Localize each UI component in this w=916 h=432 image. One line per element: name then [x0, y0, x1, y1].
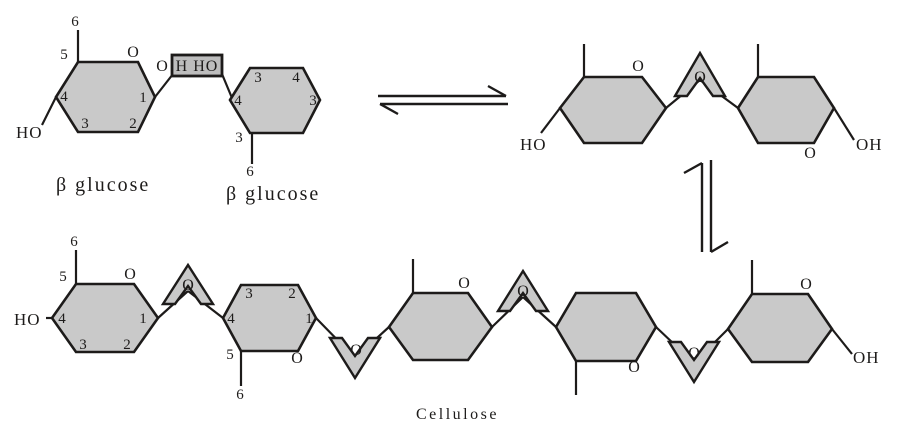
ring-oxygen-label: O [804, 145, 816, 162]
ring-oxygen-label: O [628, 359, 640, 376]
carbon-label-right: 3 [309, 93, 317, 109]
oxygen-bridge-v [327, 336, 383, 381]
carbon-label-tl: 3 [254, 70, 262, 86]
glucose-ring-2 [221, 283, 318, 353]
glucose-ring-right [736, 75, 836, 145]
cellulose-label: Cellulose [416, 406, 499, 423]
h-ho-box [170, 53, 224, 78]
beta-glucose-2-label: β glucose [226, 183, 320, 205]
carbon4-label: 4 [227, 311, 235, 327]
h-ho-box-label: H HO [176, 58, 219, 75]
carbon3-label: 3 [79, 337, 87, 353]
glucose-ring-5 [726, 292, 834, 364]
hydroxyl-label: HO [16, 123, 43, 142]
down-arrow-barb [683, 161, 703, 175]
carbon-label-bl: 3 [235, 130, 243, 146]
carbon5-label: 5 [226, 347, 234, 363]
forward-arrow-barb [487, 84, 507, 98]
bridge-bond-left [154, 73, 174, 98]
carbon2-label: 2 [129, 116, 137, 132]
cellulose-chain: 6 5 O 1 2 3 4 HO O 3 2 4 1 5 O 6 O O [14, 234, 880, 423]
hydroxyl-label: HO [520, 135, 547, 154]
ring-oxygen-label: O [458, 275, 470, 292]
bridge-oxygen-label: O [156, 58, 168, 75]
top-right-structure: O HO O O OH [520, 44, 883, 162]
carbon6-label: 6 [246, 164, 254, 180]
glucose-ring-3 [387, 291, 494, 362]
carbon-label-left: 4 [234, 93, 242, 109]
carbon5-label: 5 [60, 47, 68, 63]
bridge-oxygen-label: O [517, 283, 529, 300]
oxygen-bridge-tent [495, 268, 551, 313]
ho-bond [41, 96, 57, 126]
equilibrium-arrows-vertical [683, 160, 729, 254]
carbon6-label: 6 [71, 14, 79, 30]
bridge-oxygen-label: O [182, 277, 194, 294]
bridge-oxygen-label: O [694, 69, 706, 86]
top-left-structure: 6 5 O 1 2 3 4 HO β glucose O H HO 3 4 4 … [16, 14, 322, 205]
beta-glucose-1-label: β glucose [56, 174, 150, 196]
glucose-ring-2 [228, 66, 322, 135]
carbon6-label: 6 [70, 234, 78, 250]
bridge-bond-right [220, 73, 234, 99]
carbon5-label: 5 [59, 269, 67, 285]
carbon2-label: 2 [123, 337, 131, 353]
ring-oxygen-label: O [127, 44, 139, 61]
carbon4-label: 4 [60, 89, 68, 105]
hydroxyl-label: OH [856, 135, 883, 154]
ring-oxygen-label: O [800, 276, 812, 293]
ho-bond [540, 107, 561, 134]
carbon3-label: 3 [245, 286, 253, 302]
oxygen-bridge-tent [160, 262, 216, 306]
oh-bond [831, 328, 853, 355]
carbon-label-tr: 4 [292, 70, 300, 86]
bridge-oxygen-label: O [688, 345, 700, 362]
carbon3-label: 3 [81, 116, 89, 132]
carbon4-label: 4 [58, 311, 66, 327]
carbon2-label: 2 [288, 286, 296, 302]
hydroxyl-label: HO [14, 310, 41, 329]
carbon1-label: 1 [139, 311, 147, 327]
up-arrow-barb [710, 240, 729, 254]
ring-oxygen-label: O [291, 350, 303, 367]
ring-oxygen-label: O [124, 266, 136, 283]
carbon6-label: 6 [236, 387, 244, 403]
carbon1-label: 1 [139, 90, 147, 106]
hydroxyl-label: OH [853, 348, 880, 367]
carbon1-label: 1 [305, 311, 313, 327]
oh-bond [833, 107, 855, 141]
equilibrium-arrows-horizontal [378, 84, 508, 116]
reverse-arrow-barb [379, 102, 399, 116]
glucose-ring-left [558, 75, 668, 145]
bridge-oxygen-label: O [350, 342, 362, 359]
oxygen-bridge-tent [672, 50, 728, 98]
oxygen-bridge-v [666, 340, 722, 385]
glucose-ring-4 [554, 291, 658, 363]
ring-oxygen-label: O [632, 58, 644, 75]
